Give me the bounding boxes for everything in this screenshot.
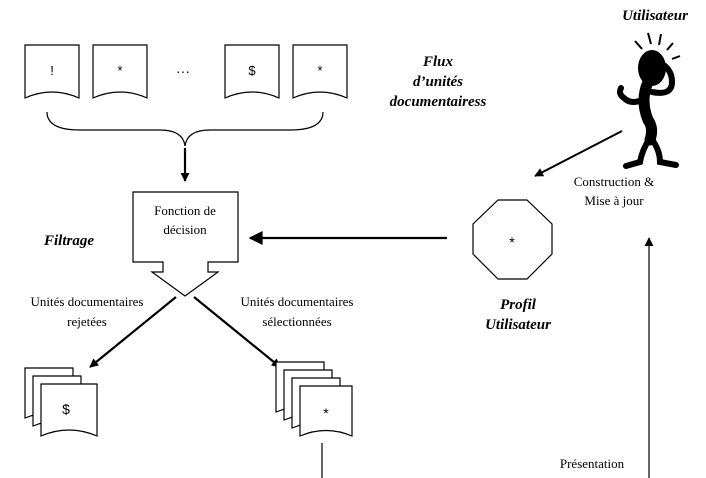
stream-doc-2: *	[92, 44, 148, 99]
stream-doc-1: !	[24, 44, 80, 99]
stream-doc-4-symbol: *	[317, 63, 322, 78]
stream-title-line-1: Flux	[422, 54, 454, 70]
construction-line-2: Mise à jour	[584, 193, 644, 208]
stream-brace	[46, 111, 324, 147]
decision-box	[132, 191, 239, 297]
profile-label-line-2: Utilisateur	[485, 317, 551, 333]
selected-doc-symbol: *	[323, 405, 329, 421]
stream-doc-4: *	[292, 44, 348, 99]
stream-doc-1-symbol: !	[50, 63, 54, 78]
rejected-arrow	[89, 296, 177, 368]
user-to-profile-arrow	[534, 130, 623, 177]
stream-doc-2-symbol: *	[117, 63, 122, 78]
stream-doc-3-symbol: $	[248, 63, 256, 78]
rejected-label-line-1: Unités documentaires	[31, 294, 144, 309]
rejected-doc-stack: $	[24, 367, 98, 437]
presentation-label: Présentation	[560, 456, 625, 471]
user-label: Utilisateur	[622, 8, 688, 24]
decision-line-1: Fonction de	[154, 203, 216, 218]
document-stream: ! * … $ *	[24, 44, 348, 99]
stream-title-line-3: documentairess	[390, 94, 487, 110]
decision-line-2: décision	[163, 222, 207, 237]
profile-symbol: *	[509, 234, 515, 250]
stream-doc-3: $	[224, 44, 280, 99]
selected-label-line-1: Unités documentaires	[241, 294, 354, 309]
selected-doc-stack: *	[275, 361, 353, 437]
selected-arrow	[193, 296, 281, 368]
rejected-label-line-2: rejetées	[67, 314, 107, 329]
construction-line-1: Construction &	[574, 174, 655, 189]
stream-title-line-2: d’unités	[413, 74, 463, 90]
rejected-doc-symbol: $	[62, 401, 70, 417]
profile-label-line-1: Profil	[500, 297, 537, 313]
filtering-label: Filtrage	[43, 233, 94, 249]
profile-octagon	[472, 199, 553, 280]
stick-figure-thinking-icon	[617, 32, 681, 169]
selected-label-line-2: sélectionnées	[262, 314, 331, 329]
stream-ellipsis: …	[176, 62, 190, 77]
